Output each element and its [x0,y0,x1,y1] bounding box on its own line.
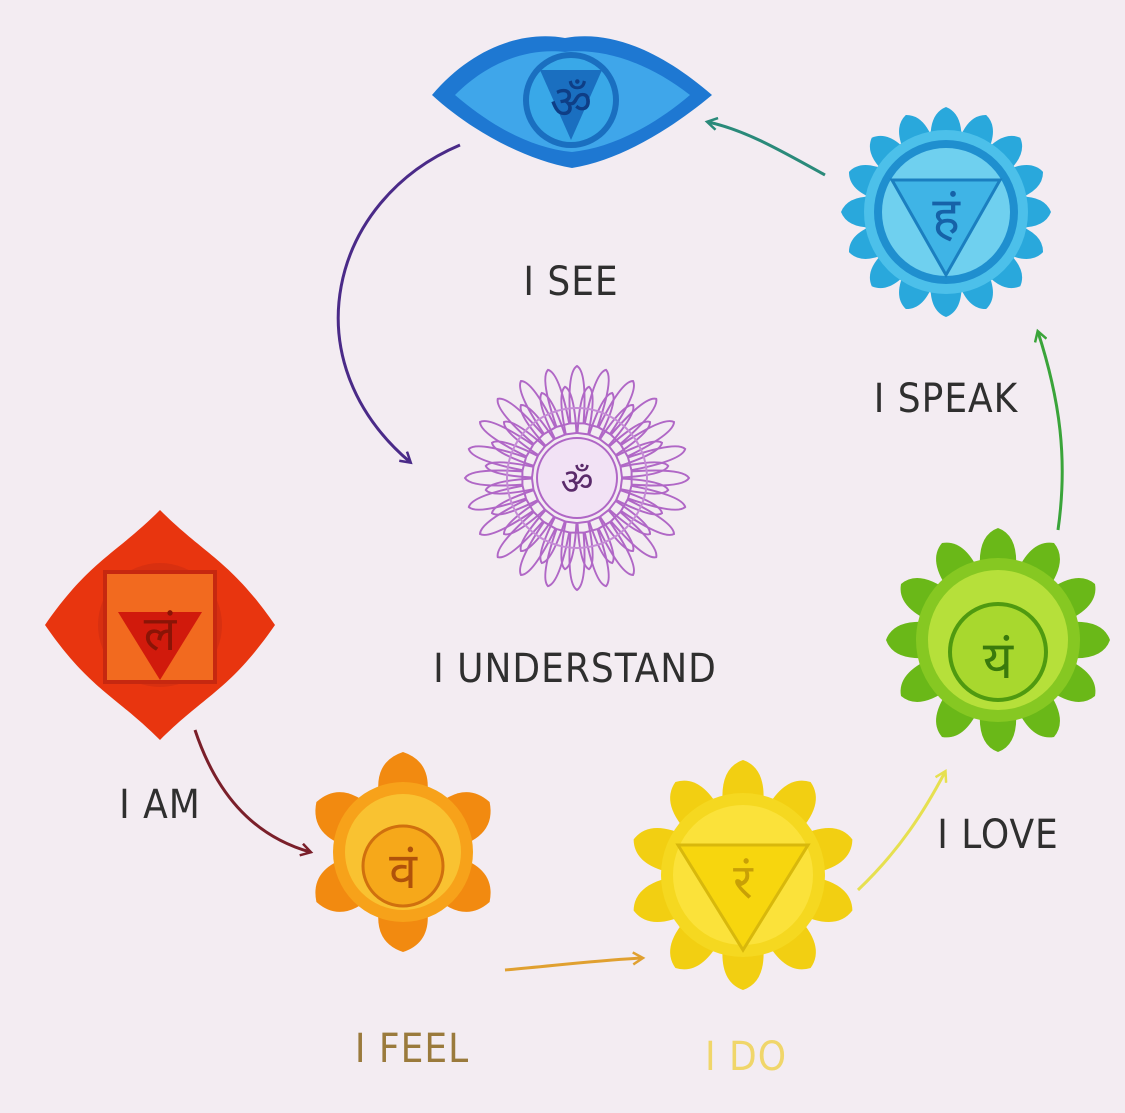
root-symbol: लं [144,606,178,662]
arrow-third-eye-to-crown [336,143,461,462]
petal [619,477,670,495]
petal [609,397,658,446]
sacral-chakra-icon [315,752,491,952]
label-i-do: I DO [705,1034,787,1080]
petal [484,477,535,495]
petal [598,508,635,552]
petal [607,420,651,457]
petal [519,520,557,577]
petal [539,515,567,565]
petal [544,527,571,588]
petal [568,364,586,425]
petal [583,368,610,429]
petal [626,445,687,472]
petal [560,385,578,436]
petal [539,391,567,441]
heart-symbol: यं [983,631,1014,691]
petal [503,499,547,536]
sacral-symbol: वं [389,842,418,900]
petal [583,527,610,588]
petal [490,488,540,516]
petal [619,498,676,536]
label-i-love: I LOVE [937,812,1059,858]
third-eye-chakra-icon [432,36,712,169]
third-eye-symbol: ॐ [550,75,592,129]
arrow-heart-to-throat [1038,332,1064,531]
petal [597,379,635,436]
petal [626,484,687,511]
petal [587,391,615,441]
root-chakra-icon [45,510,275,740]
petal [619,420,676,458]
arrow-sacral-to-solar [504,958,642,972]
petal [630,469,691,487]
petal [568,531,586,592]
arrow-throat-to-third-eye [708,122,826,177]
petal [614,440,664,468]
petal [519,508,556,552]
petal [490,440,540,468]
crown-symbol: ॐ [561,462,594,503]
petal [614,488,664,516]
petal [609,510,658,559]
label-i-understand: I UNDERSTAND [433,646,717,692]
petal [478,420,535,458]
petal [484,461,535,479]
solar-plexus-chakra-icon [633,760,853,990]
label-i-feel: I FEEL [355,1026,469,1072]
petal [496,397,545,446]
petal [467,445,528,472]
petal [607,499,651,536]
petal [544,368,571,429]
heart-chakra-icon [886,528,1110,752]
label-i-speak: I SPEAK [874,376,1019,422]
petal [560,520,578,571]
label-i-see: I SEE [523,259,618,305]
throat-symbol: हं [932,187,961,247]
petal [463,469,524,487]
petal [503,420,547,457]
crown-chakra-icon [463,364,691,592]
petal [576,385,594,436]
arrow-solar-to-heart [856,772,945,892]
throat-chakra-icon [841,107,1051,317]
solar-symbol: रं [733,854,754,910]
petal [587,515,615,565]
petal [519,404,556,448]
petal [519,379,557,436]
petal [478,498,535,536]
petal [598,404,635,448]
petal [619,461,670,479]
petal [467,484,528,511]
petal [496,510,545,559]
petal [597,520,635,577]
label-i-am: I AM [119,782,201,828]
arrow-root-to-sacral [193,729,310,852]
petal [576,520,594,571]
